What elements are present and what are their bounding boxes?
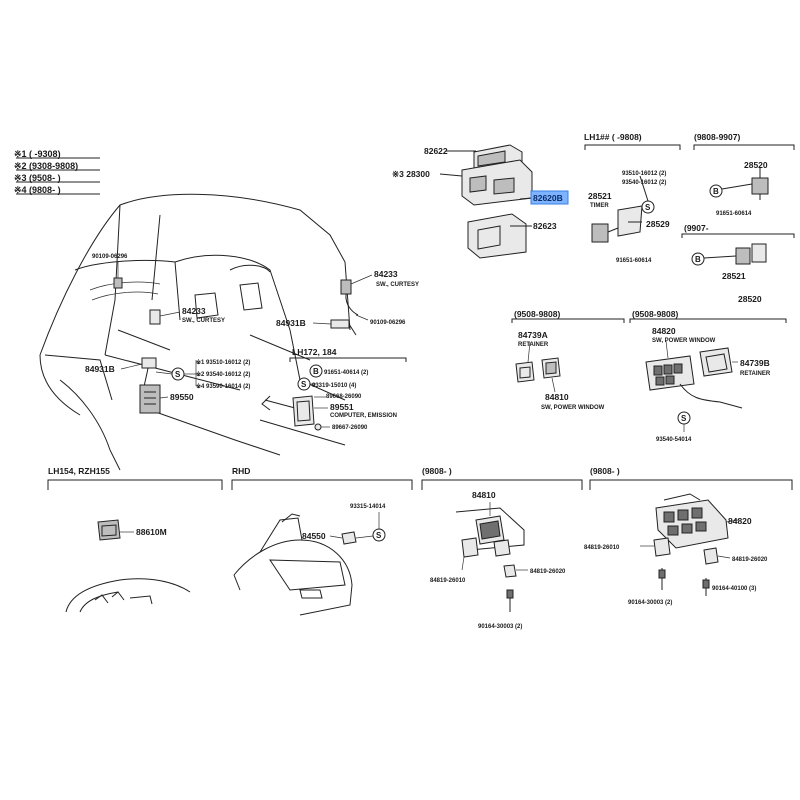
label-retainer-b: RETAINER	[740, 371, 771, 377]
label-28300: ※3 28300	[392, 169, 430, 179]
legend-item-1: ※1 ( -9308)	[14, 149, 61, 159]
lh-timer-group: S B B	[584, 144, 795, 266]
screw-symbol-s-4: S	[681, 414, 687, 423]
switch-assembly-84810	[455, 502, 528, 612]
legend: ※1 ( -9308) ※2 (9308-9808) ※3 (9508- ) ※…	[14, 149, 100, 195]
console-rhd: S	[233, 512, 386, 616]
label-84810-a: 84810	[545, 392, 569, 402]
header-lh172: LH172, 184	[292, 347, 337, 357]
label-x4-93590: ※4 93590-16014 (2)	[196, 382, 250, 390]
label-93540-b: 93540-54014	[656, 437, 692, 443]
label-sw-curtesy-b: SW., CURTESY	[376, 282, 419, 288]
relay-block-assembly	[439, 144, 533, 259]
power-window-switch-b: S	[629, 318, 787, 432]
label-88610m: 88610M	[136, 527, 167, 537]
screw-symbol-s: S	[645, 203, 651, 212]
label-84739b: 84739B	[740, 358, 770, 368]
bolt-symbol-b-2: B	[695, 255, 701, 264]
label-84233-a: 84233	[182, 306, 206, 316]
bolt-symbol-b: B	[713, 187, 719, 196]
highlighted-part-box[interactable]	[530, 190, 569, 205]
label-82620b[interactable]: 82620B	[533, 193, 563, 203]
legend-item-4: ※4 (9808- )	[14, 185, 61, 195]
label-91651-a: 91651-60614	[716, 211, 752, 217]
header-9808-9907: (9808-9907)	[694, 132, 740, 142]
curtesy-switch-front	[113, 277, 359, 414]
label-84819-26010-a: 84819-26010	[430, 578, 466, 584]
header-9907: (9907-	[684, 223, 709, 233]
label-90164-30003-b: 90164-30003 (2)	[628, 600, 672, 606]
label-90164-30003-a: 90164-30003 (2)	[478, 624, 522, 630]
label-retainer-a: RETAINER	[518, 342, 549, 348]
label-computer-emission: COMPUTER, EMISSION	[330, 413, 397, 419]
label-x2-93540: ※2 93540-16012 (2)	[196, 370, 250, 378]
label-93510: 93510-16012 (2)	[622, 171, 666, 177]
label-84810-b: 84810	[472, 490, 496, 500]
label-89550: 89550	[170, 392, 194, 402]
label-84739a: 84739A	[518, 330, 548, 340]
bolt-symbol-b-3: B	[313, 367, 319, 376]
screw-symbol-s-5: S	[376, 531, 382, 540]
label-84819-26020-b: 84819-26020	[732, 557, 768, 563]
label-91651-b: 91651-60614	[616, 258, 652, 264]
label-90164-40100: 90164-40100 (3)	[712, 586, 756, 592]
header-9508-9808-b: (9508-9808)	[632, 309, 678, 319]
screw-callout-group: S	[155, 360, 197, 386]
label-84820-b: 84820	[728, 516, 752, 526]
label-28520-a: 28520	[744, 160, 768, 170]
label-84233-b: 84233	[374, 269, 398, 279]
label-sw-curtesy-a: SW., CURTESY	[182, 318, 225, 324]
label-84550: 84550	[302, 531, 326, 541]
label-28521: 28521	[588, 191, 612, 201]
header-lh1: LH1## ( -9808)	[584, 132, 642, 142]
label-28520-b: 28520	[738, 294, 762, 304]
label-84931b-a: 84931B	[276, 318, 306, 328]
label-90109-b: 90109-06296	[370, 320, 406, 326]
header-9808-a: (9808- )	[422, 466, 452, 476]
label-90109-a: 90109-06296	[92, 254, 128, 260]
label-84931b-b: 84931B	[85, 364, 115, 374]
label-93319: 93319-15010 (4)	[312, 383, 356, 389]
lh172-group: B S	[289, 357, 407, 431]
label-89668: 89668-26090	[326, 394, 362, 400]
label-84819-26020-a: 84819-26020	[530, 569, 566, 575]
label-82622: 82622	[424, 146, 448, 156]
label-sw-power-window-a: SW, POWER WINDOW	[541, 405, 605, 411]
label-timer: TIMER	[590, 203, 609, 209]
legend-item-3: ※3 (9508- )	[14, 173, 61, 183]
label-93315: 93315-14014	[350, 504, 386, 510]
screw-symbol-s-3: S	[301, 380, 307, 389]
label-28529: 28529	[646, 219, 670, 229]
switch-assembly-84820	[640, 493, 739, 596]
header-lh154: LH154, RZH155	[48, 466, 110, 476]
legend-item-2: ※2 (9308-9808)	[14, 161, 78, 171]
header-9808-b: (9808- )	[590, 466, 620, 476]
label-28521-b: 28521	[722, 271, 746, 281]
label-82623: 82623	[533, 221, 557, 231]
label-91651-c: 91651-40614 (2)	[324, 370, 368, 376]
header-rhd: RHD	[232, 466, 250, 476]
label-x1-93510: ※1 93510-16012 (2)	[196, 358, 250, 366]
label-84820-a: 84820	[652, 326, 676, 336]
label-sw-power-window-b: SW, POWER WINDOW	[652, 338, 716, 344]
label-89551: 89551	[330, 402, 354, 412]
label-89667: 89667-26090	[332, 425, 368, 431]
label-93540: 93540-16012 (2)	[622, 180, 666, 186]
vehicle-outline-illustration	[39, 193, 351, 471]
console-lh154	[65, 519, 191, 613]
power-window-switch-a	[511, 318, 625, 393]
header-9508-9808-a: (9508-9808)	[514, 309, 560, 319]
bottom-section-brackets	[47, 479, 793, 490]
screw-symbol-s-2: S	[175, 370, 181, 379]
label-84819-26010-b: 84819-26010	[584, 545, 620, 551]
